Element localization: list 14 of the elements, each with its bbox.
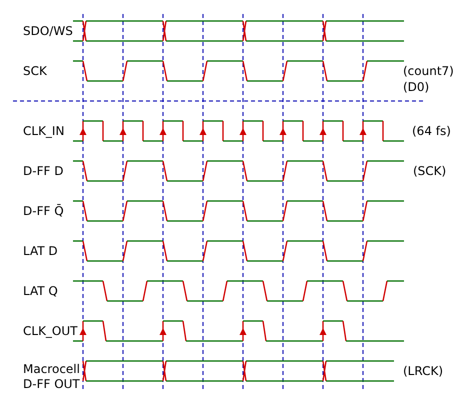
signal-label: CLK_IN — [23, 124, 64, 139]
signal-label: LAT Q — [23, 284, 58, 299]
signal-label: D-FF Q̄ — [23, 204, 64, 219]
note-label: (64 fs) — [412, 124, 451, 139]
note-label: (SCK) — [413, 164, 446, 179]
note-label: (LRCK) — [403, 364, 444, 379]
signal-label: D-FF D — [23, 164, 64, 179]
note-label: (count7) — [403, 64, 454, 79]
signal-label: CLK_OUT — [23, 324, 78, 339]
signal-label: SCK — [23, 64, 47, 79]
signal-label: LAT D — [23, 244, 58, 259]
signal-label: SDO/WS — [23, 24, 73, 39]
signal-label: Macrocell D-FF OUT — [23, 362, 81, 392]
note-label: (D0) — [403, 80, 430, 95]
